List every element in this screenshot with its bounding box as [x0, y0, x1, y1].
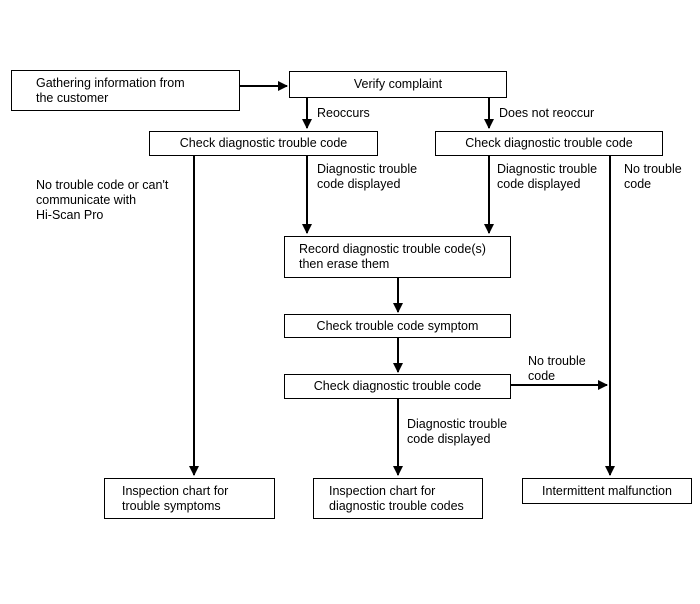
- node-intermittent: Intermittent malfunction: [522, 478, 692, 504]
- node-verify-complaint-text: Verify complaint: [353, 77, 443, 91]
- label-no-code-or-comm: No trouble code or can't communicate wit…: [36, 178, 169, 222]
- node-check-dtc-right-text: Check diagnostic trouble code: [465, 136, 633, 150]
- label-dtc-displayed-left: Diagnostic trouble code displayed: [317, 162, 418, 191]
- node-chart-dtc-text: Inspection chart for diagnostic trouble …: [329, 483, 464, 513]
- label-dtc-displayed-right: Diagnostic trouble code displayed: [497, 162, 598, 191]
- node-verify-complaint: Verify complaint: [289, 71, 507, 98]
- node-chart-dtc: Inspection chart for diagnostic trouble …: [313, 478, 483, 519]
- label-no-code-mid: No trouble code: [528, 354, 586, 383]
- node-check-symptom: Check trouble code symptom: [284, 314, 511, 338]
- node-check-dtc-mid-text: Check diagnostic trouble code: [313, 379, 482, 393]
- label-no-code-right: No trouble code: [624, 162, 682, 191]
- node-check-dtc-left: Check diagnostic trouble code: [149, 131, 378, 156]
- node-chart-symptoms: Inspection chart for trouble symptoms: [104, 478, 275, 519]
- node-check-dtc-left-text: Check diagnostic trouble code: [179, 136, 348, 150]
- node-record-dtc-text: Record diagnostic trouble code(s) then e…: [299, 242, 486, 271]
- label-dtc-displayed-mid: Diagnostic trouble code displayed: [407, 417, 508, 446]
- node-gather-info: Gathering information from the customer: [11, 70, 240, 111]
- node-gather-info-text: Gathering information from the customer: [36, 75, 185, 105]
- node-check-symptom-text: Check trouble code symptom: [316, 318, 479, 333]
- node-check-dtc-mid: Check diagnostic trouble code: [284, 374, 511, 399]
- label-reoccurs: Reoccurs: [317, 106, 370, 120]
- node-record-dtc: Record diagnostic trouble code(s) then e…: [284, 236, 511, 278]
- node-intermittent-text: Intermittent malfunction: [542, 483, 672, 498]
- node-check-dtc-right: Check diagnostic trouble code: [435, 131, 663, 156]
- label-does-not-reoccur: Does not reoccur: [499, 106, 595, 120]
- node-chart-symptoms-text: Inspection chart for trouble symptoms: [122, 483, 229, 513]
